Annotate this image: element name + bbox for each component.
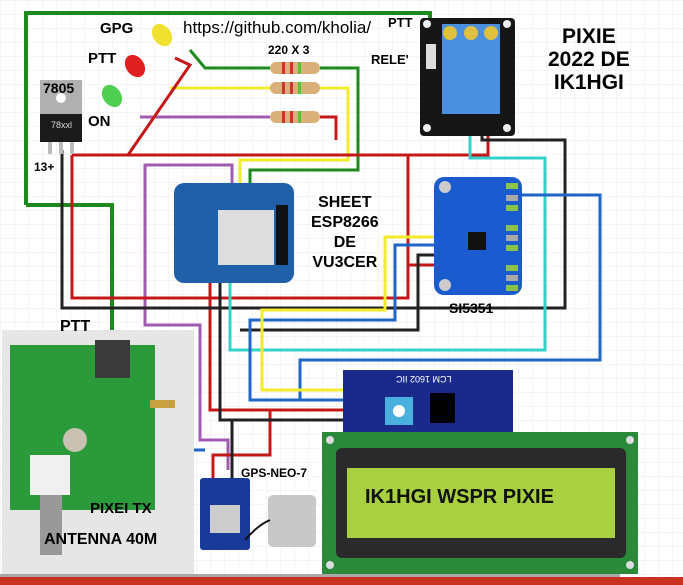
label-led-on: ON [88,113,111,130]
wire-cyan-relay [228,130,547,352]
sheet-line-4: VU3CER [312,254,378,271]
label-resistors: 220 X 3 [268,43,310,57]
label-input-voltage: 13+ [34,160,55,174]
wire-green-outer [24,11,432,205]
title-line-3: IK1HGI [553,71,624,94]
wire-yellow-scl [260,235,440,392]
wire-green-ptt [26,203,114,335]
sheet-line-2: ESP8266 [311,214,379,231]
resistor-2-icon [270,82,320,94]
lcd-i2c-board [343,370,513,440]
label-pixie-tx: PIXEI TX [90,500,152,517]
si5351-board [434,177,522,295]
gps-module [200,478,316,550]
title-line-1: PIXIE [562,25,616,48]
led-red-icon [124,54,146,78]
wire-red-gps [211,410,272,478]
pixie-tx-board [2,330,194,575]
bottom-divider-red [0,577,683,585]
label-regulator: 7805 [43,80,75,96]
relay-board [420,18,515,136]
wire-red-led-bus [126,56,193,156]
resistor-1-icon [270,62,320,74]
wire-green-d5 [248,66,360,185]
label-relay-ptt: PTT [388,15,413,30]
lcd-display [322,432,638,574]
label-antenna: ANTENNA 40M [44,531,158,548]
wire-red-relay [408,130,490,157]
label-gps: GPS-NEO-7 [241,466,308,480]
github-url[interactable]: https://github.com/kholia/ [183,18,372,37]
led-green-icon [101,84,123,108]
wire-black-si5351 [240,253,440,332]
wire-blue-clk0 [298,193,602,400]
wire-yellow-d6 [238,86,350,185]
bottom-divider-gray [0,574,620,578]
wire-blue-sda [248,243,440,402]
label-led-ptt: PTT [88,50,117,67]
sheet-line-3: DE [333,234,356,251]
wire-black-main [60,130,567,310]
wire-red-main [70,153,410,300]
wire-red-esp-5v [208,275,345,412]
wire-red-resistor [320,115,338,140]
wire-green-resistor [188,49,270,70]
resistor-3-icon [270,111,320,123]
label-relay: RELE' [371,52,409,67]
title-line-2: 2022 DE [548,48,630,71]
label-si5351: SI5351 [449,300,494,316]
wire-black-esp [218,275,345,422]
wire-purple-d7 [143,163,234,470]
regulator-icon [40,80,82,154]
label-regulator-part: 78xxl [51,120,73,130]
label-led-gpg: GPG [100,20,134,37]
diagram-title: PIXIE 2022 DE IK1HGI [548,25,630,94]
sheet-credit: SHEET ESP8266 DE VU3CER [311,193,379,273]
lcd-message: IK1HGI WSPR PIXIE [365,486,554,508]
label-pixie-ptt: PTT [60,318,91,335]
sheet-line-1: SHEET [318,194,372,211]
esp8266-board [174,183,294,283]
label-lcd-i2c: LCM 1602 IIC [396,374,452,384]
led-yellow-icon [151,23,173,47]
